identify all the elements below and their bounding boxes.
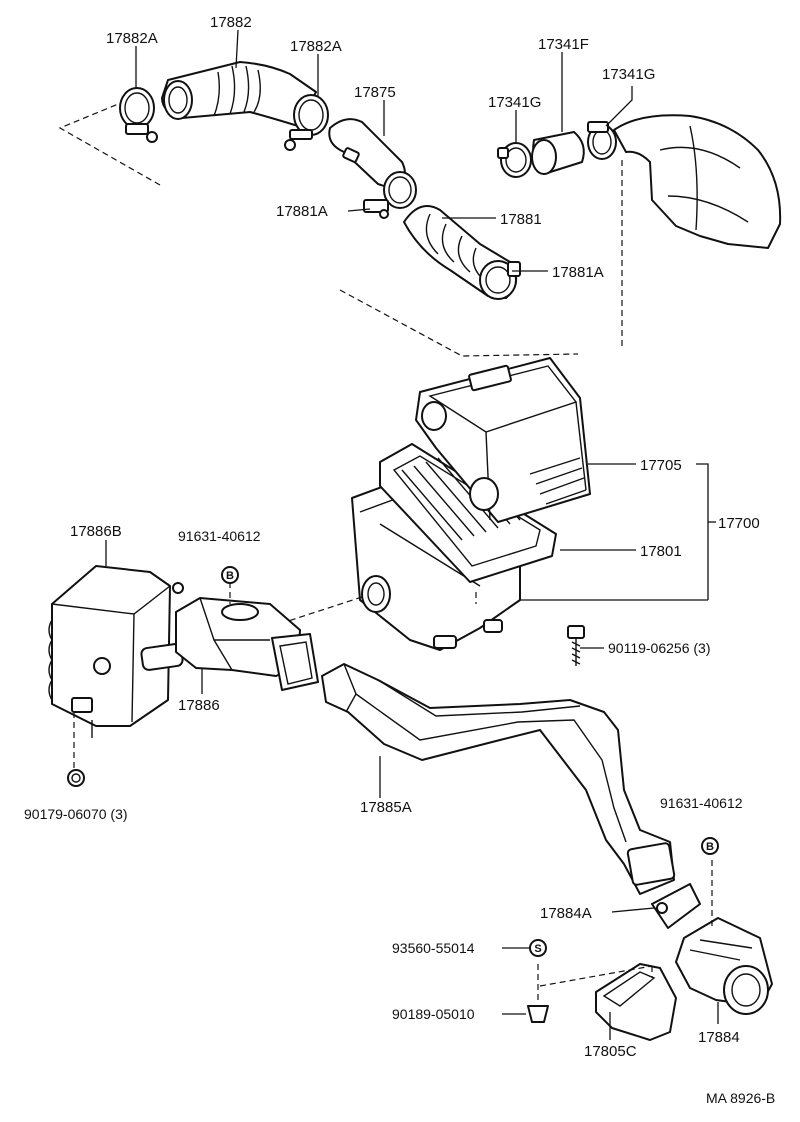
label-17805C: 17805C [584, 1043, 637, 1060]
label-17881A-right: 17881A [552, 264, 604, 281]
label-17886: 17886 [178, 697, 220, 714]
label-17881: 17881 [500, 211, 542, 228]
upper-hose-assembly [58, 61, 579, 357]
label-17705: 17705 [640, 457, 682, 474]
label-17341G-right: 17341G [602, 66, 655, 83]
air-cleaner-assembly [275, 357, 591, 651]
marker-b-right: B [701, 837, 719, 855]
label-17882A-left: 17882A [106, 30, 158, 47]
svg-text:B: B [226, 570, 234, 582]
label-17884A: 17884A [540, 905, 592, 922]
bolt-90119-icon [567, 625, 585, 666]
label-17882: 17882 [210, 14, 252, 31]
upper-right-duct-assembly [497, 114, 782, 348]
label-90119: 90119-06256 (3) [608, 640, 710, 656]
label-17885A: 17885A [360, 799, 412, 816]
label-17882A-right: 17882A [290, 38, 342, 55]
doc-code: MA 8926-B [706, 1090, 775, 1106]
label-17886B: 17886B [70, 523, 122, 540]
svg-text:B: B [706, 841, 714, 853]
label-17881A-left: 17881A [276, 203, 328, 220]
label-17875: 17875 [354, 84, 396, 101]
label-93560: 93560-55014 [392, 940, 475, 956]
label-17341F: 17341F [538, 36, 589, 53]
lower-right-parts [527, 860, 773, 1041]
leader-lines [105, 29, 719, 1040]
part-labels: 17882A 17882 17882A 17875 17341F 17341G … [24, 14, 775, 1106]
svg-text:S: S [534, 943, 541, 955]
label-90189: 90189-05010 [392, 1006, 475, 1022]
label-17341G-left: 17341G [488, 94, 541, 111]
long-duct-assembly [321, 663, 676, 895]
label-91631-right: 91631-40612 [660, 795, 743, 811]
marker-s: S [529, 939, 547, 957]
label-90179: 90179-06070 (3) [24, 806, 128, 822]
label-17884: 17884 [698, 1029, 740, 1046]
resonator-assembly [48, 565, 319, 787]
label-17801: 17801 [640, 543, 682, 560]
marker-b-left: B [221, 566, 239, 584]
label-17700: 17700 [718, 515, 760, 532]
label-91631-left: 91631-40612 [178, 528, 261, 544]
